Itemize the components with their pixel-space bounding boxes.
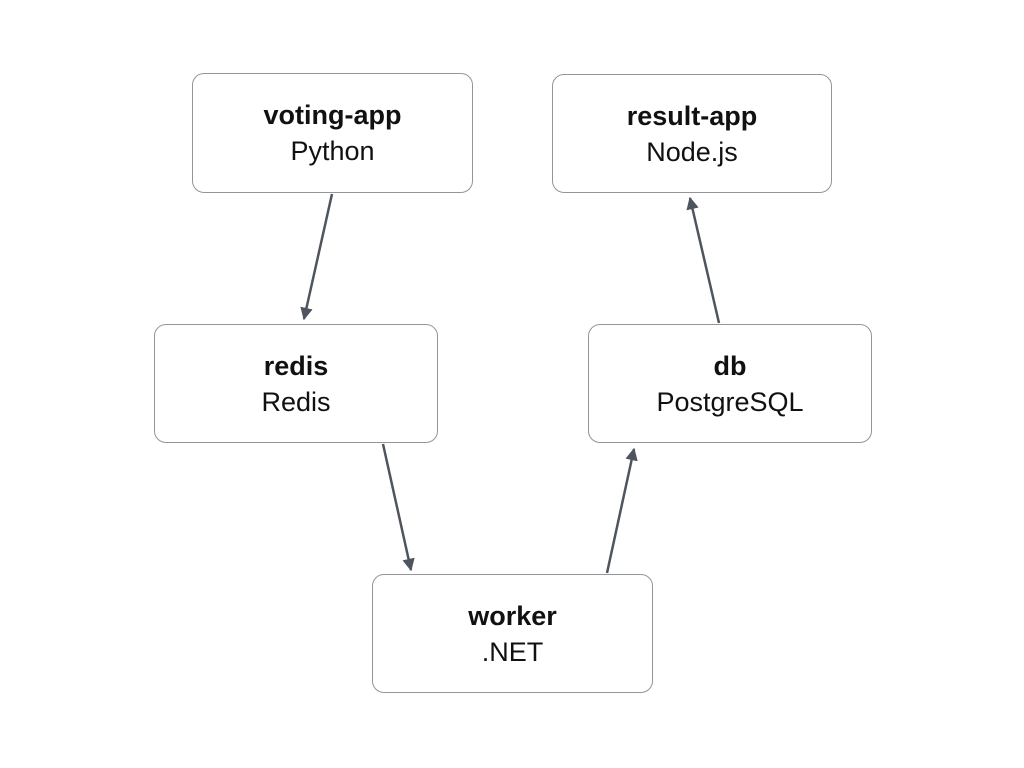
node-result-app[interactable]: result-app Node.js xyxy=(552,74,832,193)
node-db[interactable]: db PostgreSQL xyxy=(588,324,872,443)
node-result-app-subtitle: Node.js xyxy=(646,136,738,167)
edge-db-to-result-app xyxy=(686,196,721,324)
node-result-app-title: result-app xyxy=(626,100,758,131)
node-worker-title: worker xyxy=(468,600,557,631)
node-voting-app-title: voting-app xyxy=(263,100,402,130)
node-redis[interactable]: redis Redis xyxy=(154,324,438,443)
edge-voting-app-to-redis xyxy=(300,193,334,321)
node-worker-subtitle: .NET xyxy=(481,636,544,667)
node-redis-subtitle: Redis xyxy=(261,386,331,417)
node-db-subtitle: PostgreSQL xyxy=(656,386,804,417)
node-redis-title: redis xyxy=(263,350,329,381)
node-db-title: db xyxy=(713,350,747,381)
node-worker[interactable]: worker .NET xyxy=(372,574,653,693)
node-voting-app[interactable]: voting-app Python xyxy=(192,73,473,193)
node-voting-app-subtitle: Python xyxy=(290,136,375,166)
edge-worker-to-db xyxy=(605,447,638,574)
edge-redis-to-worker xyxy=(381,443,415,572)
